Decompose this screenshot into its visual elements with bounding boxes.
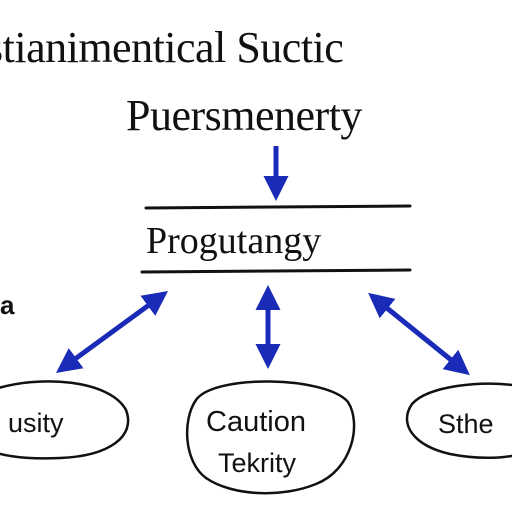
node-left-oval <box>0 380 130 460</box>
diagram-subtitle: Puersmenerty <box>126 91 362 140</box>
central-top-line <box>144 204 412 210</box>
node-middle-label-line1: Caution <box>206 406 306 438</box>
central-node-label: Progutangy <box>146 220 322 262</box>
node-middle-label-line2: Tekrity <box>218 448 297 478</box>
arrow-left-double <box>55 291 169 373</box>
node-right-label: Sthe <box>438 409 494 439</box>
diagram-title: stianimentical Suctic <box>0 23 344 72</box>
left-edge-mark: a <box>0 290 15 320</box>
central-bottom-line <box>140 268 412 274</box>
node-middle-oval <box>185 380 356 495</box>
node-right-oval <box>405 382 512 460</box>
arrow-right-double <box>368 292 470 376</box>
node-left-label: usity <box>8 408 64 438</box>
